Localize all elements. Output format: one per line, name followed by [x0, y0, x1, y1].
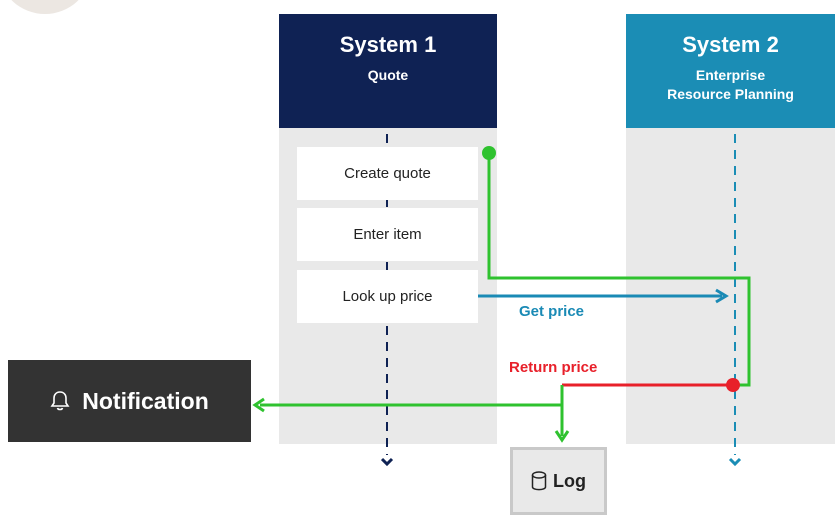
system2-header: System 2 Enterprise Resource Planning: [626, 14, 835, 128]
green-request-path: [487, 153, 751, 387]
system2-lifeline-arrow: [728, 457, 742, 467]
system2-title: System 2: [682, 32, 779, 57]
system1-subtitle: Quote: [367, 67, 409, 83]
system1-title: System 1: [339, 32, 437, 57]
notification-label: Notification: [82, 387, 209, 414]
get-price-arrowhead: [715, 288, 729, 304]
return-price-dot: [726, 378, 740, 392]
step-enter-item: Enter item: [297, 208, 478, 261]
system1-header: System 1 Quote: [279, 14, 497, 128]
notification-arrowhead: [252, 397, 265, 413]
step-look-up-price: Look up price: [297, 270, 478, 323]
step-create-quote: Create quote: [297, 147, 478, 200]
log-box: Log: [510, 447, 607, 515]
database-icon: [531, 471, 547, 491]
green-start-dot: [482, 146, 496, 160]
notification-box: Notification: [8, 360, 251, 442]
bell-icon: [50, 391, 70, 411]
log-label: Log: [553, 470, 586, 491]
green-return-path: [260, 385, 564, 407]
get-price-label: Get price: [519, 303, 585, 320]
system1-lifeline-arrow: [380, 457, 394, 467]
log-arrowhead: [554, 430, 570, 443]
return-price-label: Return price: [509, 359, 598, 376]
system2-subtitle: Enterprise Resource Planning: [667, 67, 794, 102]
